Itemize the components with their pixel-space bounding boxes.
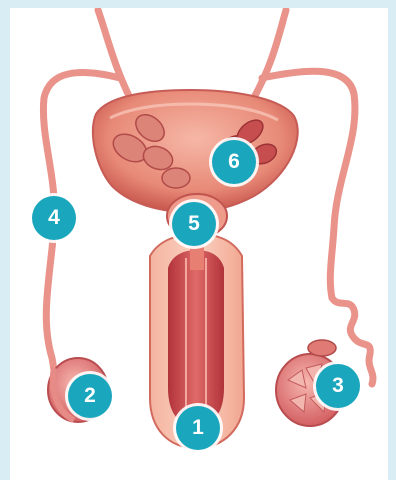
label-marker-5-text: 5 <box>188 212 200 235</box>
label-marker-3-text: 3 <box>332 374 344 397</box>
label-marker-1-text: 1 <box>192 416 204 439</box>
label-marker-1[interactable]: 1 <box>176 406 220 450</box>
label-marker-2-text: 2 <box>84 384 96 407</box>
label-marker-4[interactable]: 4 <box>32 196 76 240</box>
label-marker-4-text: 4 <box>48 206 60 229</box>
label-marker-6-text: 6 <box>228 150 240 173</box>
label-marker-5[interactable]: 5 <box>172 202 216 246</box>
label-marker-6[interactable]: 6 <box>212 140 256 184</box>
label-marker-3[interactable]: 3 <box>316 364 360 408</box>
label-marker-2[interactable]: 2 <box>68 374 112 418</box>
